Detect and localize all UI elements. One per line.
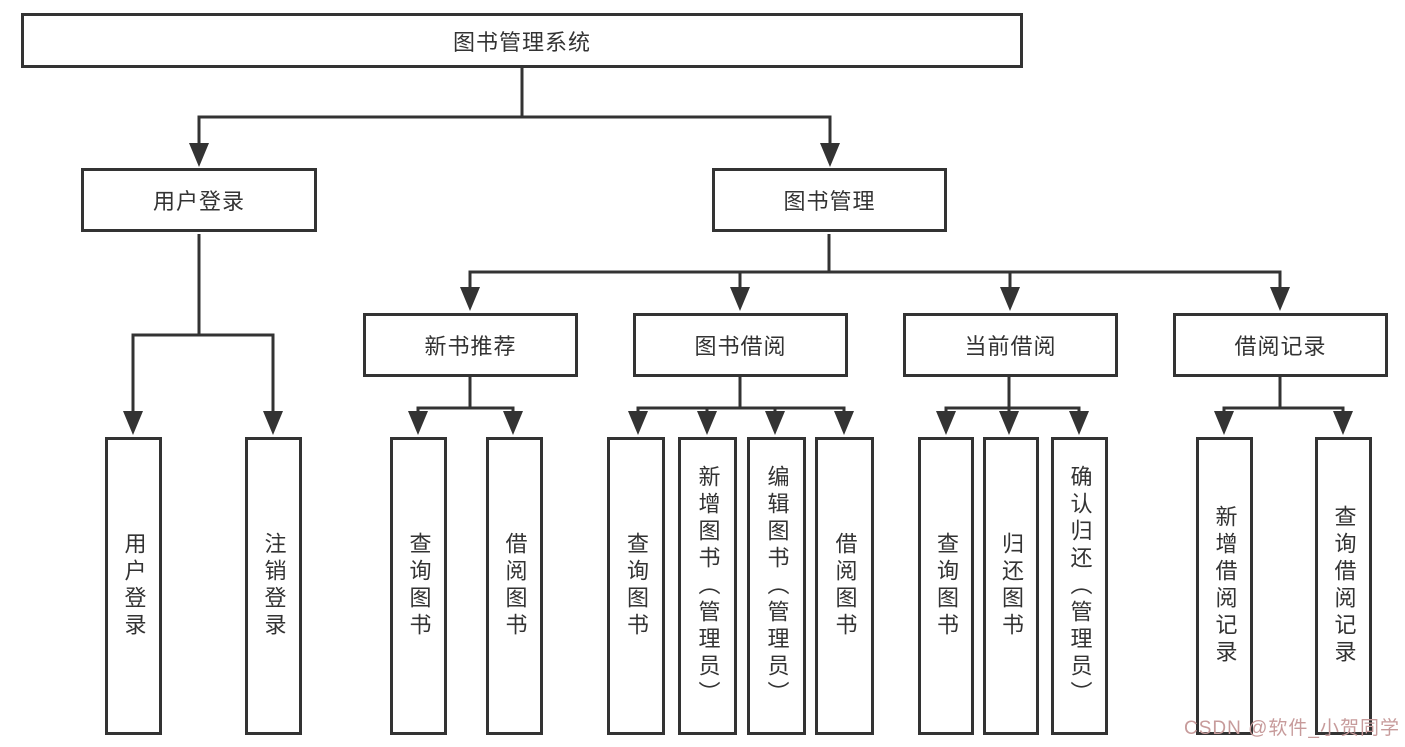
leaf-user-login: 用户登录 [105,437,162,735]
watermark: CSDN @软件_小贺同学 [1184,718,1400,739]
node-book-management: 图书管理 [712,168,947,232]
node-current-borrowing: 当前借阅 [903,313,1118,377]
node-book-borrowing: 图书借阅 [633,313,848,377]
leaf-query-books-3: 查询图书 [918,437,974,735]
leaf-return-books: 归还图书 [983,437,1039,735]
node-label: 查询借阅记录 [1331,505,1357,667]
node-label: 查询图书 [406,532,432,640]
node-label: 借阅图书 [502,532,528,640]
leaf-add-books-admin: 新增图书（管理员） [678,437,737,735]
leaf-borrow-books-2: 借阅图书 [815,437,874,735]
leaf-add-borrow-record: 新增借阅记录 [1196,437,1253,735]
leaf-edit-books-admin: 编辑图书（管理员） [747,437,806,735]
node-label: 新书推荐 [424,334,517,359]
node-label: 新增图书（管理员） [695,464,721,708]
leaf-query-books-2: 查询图书 [607,437,665,735]
node-label: 归还图书 [999,532,1024,640]
leaf-confirm-return-admin: 确认归还（管理员） [1051,437,1108,735]
node-library-management-system: 图书管理系统 [21,13,1023,68]
node-new-book-recommendation: 新书推荐 [363,313,578,377]
node-label: 编辑图书（管理员） [764,464,790,708]
node-label: 注销登录 [261,532,287,640]
node-label: 用户登录 [121,532,147,640]
node-label: 查询图书 [934,532,959,640]
node-label: 确认归还（管理员） [1067,464,1093,708]
node-user-login: 用户登录 [81,168,317,232]
node-borrowing-records: 借阅记录 [1173,313,1388,377]
leaf-query-books-1: 查询图书 [390,437,447,735]
node-label: 图书管理系统 [452,29,591,55]
arrowheads [123,143,1353,435]
node-label: 借阅记录 [1234,334,1327,359]
node-label: 图书借阅 [694,334,787,359]
leaf-query-borrow-record: 查询借阅记录 [1315,437,1372,735]
node-label: 用户登录 [152,189,245,214]
node-label: 借阅图书 [832,532,858,640]
node-label: 新增借阅记录 [1212,505,1238,667]
node-label: 当前借阅 [964,334,1057,359]
node-label: 图书管理 [783,189,876,214]
leaf-borrow-books-1: 借阅图书 [486,437,543,735]
leaf-logout: 注销登录 [245,437,302,735]
node-label: 查询图书 [624,532,649,640]
